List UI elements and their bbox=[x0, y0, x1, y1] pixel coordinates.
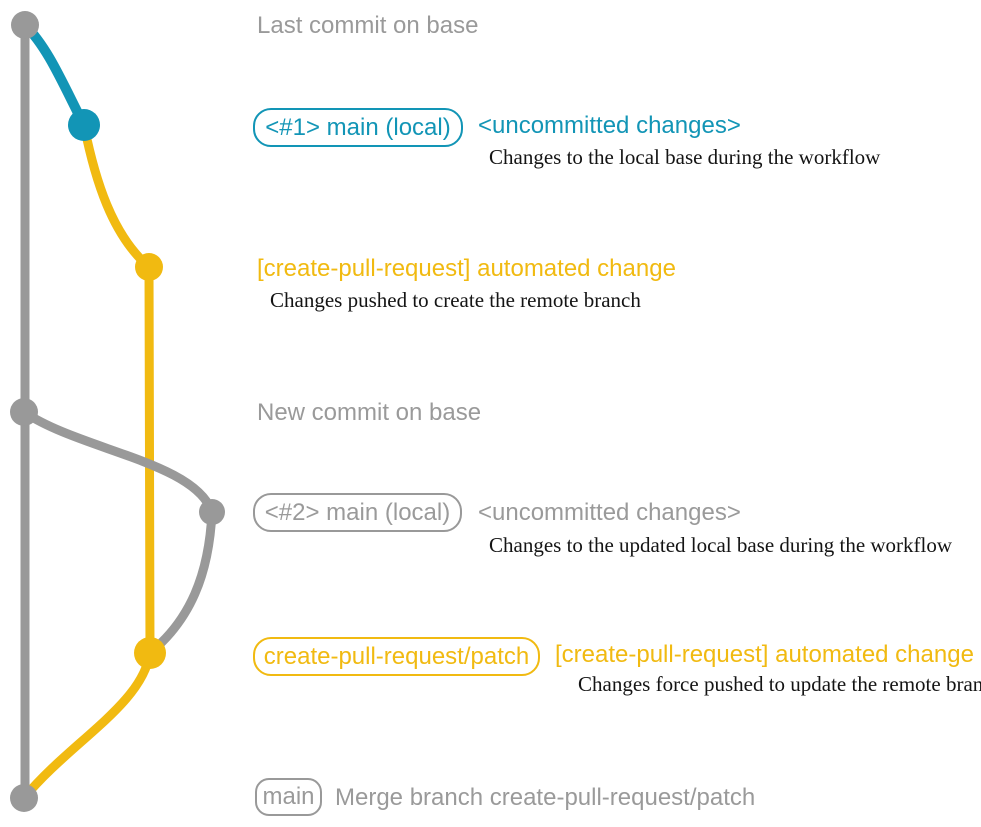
local-main-2-badge: <#2> main (local) bbox=[253, 493, 462, 532]
uncommitted-changes-1-caption: Changes to the local base during the wor… bbox=[489, 145, 881, 169]
patch-branch-badge-label: create-pull-request/patch bbox=[263, 642, 530, 670]
automated-change-1-caption: Changes pushed to create the remote bran… bbox=[270, 288, 641, 312]
commit-node-new-base bbox=[10, 398, 38, 426]
merge-commit-label: Merge branch create-pull-request/patch bbox=[335, 784, 756, 811]
commit-node-local-main-2 bbox=[199, 499, 225, 525]
commit-node-merge bbox=[10, 784, 38, 812]
last-commit-label: Last commit on base bbox=[257, 12, 479, 39]
new-commit-label: New commit on base bbox=[257, 399, 482, 426]
commit-node-automated-2 bbox=[134, 637, 166, 669]
git-graph bbox=[10, 11, 225, 812]
uncommitted-changes-2-heading: <uncommitted changes> bbox=[478, 499, 741, 526]
uncommitted-changes-2-caption: Changes to the updated local base during… bbox=[489, 533, 953, 557]
automated-change-2-caption: Changes force pushed to update the remot… bbox=[578, 672, 981, 696]
patch-branch-line bbox=[79, 120, 155, 658]
commit-node-local-main-1 bbox=[68, 109, 100, 141]
local-main-2-badge-label: <#2> main (local) bbox=[264, 498, 451, 526]
main-badge-label: main bbox=[262, 783, 315, 810]
local-main-1-badge-label: <#1> main (local) bbox=[265, 113, 451, 141]
local-main-1-badge: <#1> main (local) bbox=[253, 108, 463, 147]
automated-change-1-heading: [create-pull-request] automated change bbox=[257, 255, 676, 282]
main-badge: main bbox=[255, 778, 322, 816]
local-main-1-line bbox=[20, 20, 89, 130]
commit-node-last-base bbox=[11, 11, 39, 39]
patch-branch-badge: create-pull-request/patch bbox=[253, 637, 540, 676]
automated-change-2-heading: [create-pull-request] automated change bbox=[555, 641, 974, 668]
uncommitted-changes-1-heading: <uncommitted changes> bbox=[478, 112, 741, 139]
patch-merge-line bbox=[19, 648, 155, 803]
commit-node-automated-1 bbox=[135, 253, 163, 281]
local-main-2-line bbox=[19, 407, 217, 658]
